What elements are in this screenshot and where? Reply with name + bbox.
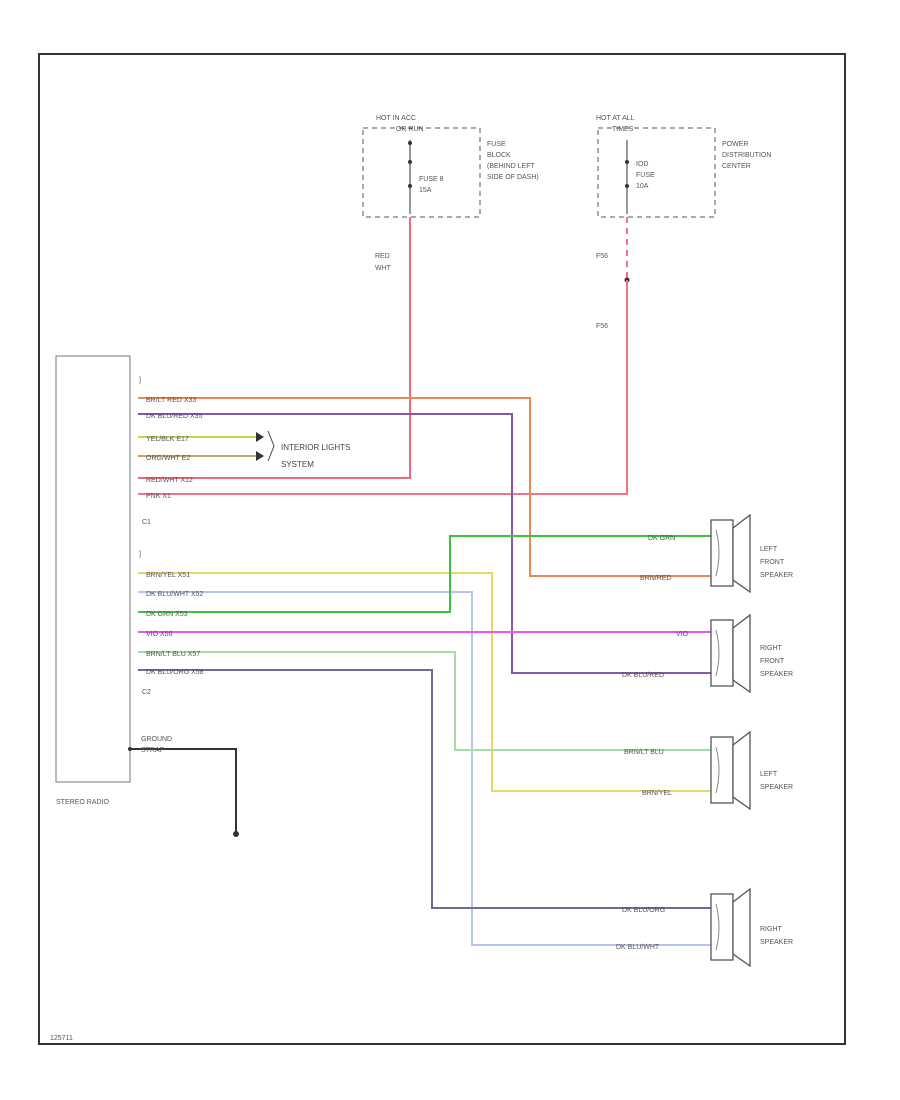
lf-speaker-name-3: SPEAKER [760,572,793,579]
wire-c1-1 [138,413,712,674]
diagram-code: 125711 [50,1035,73,1042]
stereo-radio: ] C1 ] C2 STEREO RADIO [55,355,151,806]
right-front-speaker: RIGHT FRONT SPEAKER [710,613,793,694]
l-speaker-name-1: LEFT [760,771,778,778]
c2-label-4: BRN/LT BLU X57 [146,651,200,658]
fuse-block-desc-4: SIDE OF DASH) [487,174,539,181]
f56-label-top: F56 [596,253,608,260]
rf-speaker-name-1: RIGHT [760,645,783,652]
ground-label-1: GROUND [141,736,172,743]
c1-label-5: PNK X1 [146,493,171,500]
lf-speaker-name-2: FRONT [760,559,785,566]
r-speaker-name-1: RIGHT [760,926,783,933]
power-distribution-center: HOT AT ALL TIMES IOD FUSE 10A POWER DIST… [596,115,771,218]
fuse-block-hot-label: HOT IN ACC [376,115,416,122]
fuse-block-hot-label-2: OR RUN [396,126,424,133]
ground-strap [128,747,239,837]
fuse-block-desc-3: (BEHIND LEFT [487,163,536,170]
rf-speaker-name-3: SPEAKER [760,671,793,678]
connector-c1: C1 [142,519,151,526]
interior-lights-label-2: SYSTEM [281,460,314,469]
rf-speaker-name-2: FRONT [760,658,785,665]
c1-label-4: RED/WHT X12 [146,477,193,484]
rf-speaker-wire-a: VIO [676,631,689,638]
c1-label-3: ORG/WHT E2 [146,455,190,462]
c1-label-1: DK BLU/RED X35 [146,413,203,420]
l-speaker-wire-b: BRN/YEL [642,790,672,797]
wire-c2-5 [138,669,712,909]
pdc-desc-2: DISTRIBUTION [722,152,771,159]
speaker-icon [715,746,720,794]
pdc-hot-label: HOT AT ALL [596,115,635,122]
r-speaker-wire-a: DK BLU/ORG [622,907,665,914]
wire-c2-1 [138,591,712,946]
radio-label: STEREO RADIO [56,799,109,806]
pdc-desc-3: CENTER [722,163,751,170]
connector-c2: C2 [142,689,151,696]
pdc-fuse-label-3: 10A [636,183,649,190]
interior-lights-arrows [256,430,275,462]
speaker-icon [715,629,720,677]
lf-speaker-name-1: LEFT [760,546,778,553]
l-speaker-name-2: SPEAKER [760,784,793,791]
fuse-block-desc-1: FUSE [487,141,506,148]
wire-c2-0 [138,572,712,792]
wire-c2-2 [138,535,712,613]
feed-label-red: RED [375,253,390,260]
svg-text:]: ] [139,551,141,558]
speaker-icon [715,903,720,951]
left-front-speaker: LEFT FRONT SPEAKER [710,513,793,594]
wire-c2-4 [138,651,712,751]
c2-label-2: DK GRN X53 [146,611,188,618]
interior-lights-label-1: INTERIOR LIGHTS [281,443,350,452]
pdc-desc-1: POWER [722,141,748,148]
c1-label-0: BR/LT RED X33 [146,397,196,404]
wire-c1-0 [138,397,712,577]
pdc-fuse-label-1: IOD [636,161,648,168]
fuse-8-label: FUSE 8 [419,176,444,183]
c2-label-5: DK BLU/ORG X58 [146,669,204,676]
fuse-block-desc-2: BLOCK [487,152,511,159]
c1-label-2: YEL/BLK E17 [146,436,189,443]
ground-icon [233,831,239,837]
diagram-frame [38,53,846,1045]
speaker-icon [715,529,720,577]
wire-red-wht-feed [138,217,411,479]
fuse-block: HOT IN ACC OR RUN FUSE 8 15A FUSE BLOCK … [362,115,539,218]
rf-speaker-wire-b: DK BLU/RED [622,672,664,679]
svg-text:]: ] [139,377,141,384]
pdc-hot-label-2: TIMES [612,126,634,133]
fuse-8-rating: 15A [419,187,432,194]
right-speaker: RIGHT SPEAKER [710,887,793,968]
pdc-fuse-label-2: FUSE [636,172,655,179]
c2-label-1: DK BLU/WHT X52 [146,591,204,598]
lf-speaker-wire-b: BRN/RED [640,575,672,582]
c2-label-0: BRN/YEL X51 [146,572,190,579]
left-speaker: LEFT SPEAKER [710,730,793,811]
feed-label-wht: WHT [375,265,392,272]
wire-f56-feed [138,280,628,495]
r-speaker-wire-b: DK BLU/WHT [616,944,660,951]
l-speaker-wire-a: BRN/LT BLU [624,749,664,756]
c2-label-3: VIO X56 [146,631,173,638]
r-speaker-name-2: SPEAKER [760,939,793,946]
lf-speaker-wire-a: DK GRN [648,535,675,542]
f56-label-bottom: F56 [596,323,608,330]
ground-label-2: STRAP [141,747,165,754]
